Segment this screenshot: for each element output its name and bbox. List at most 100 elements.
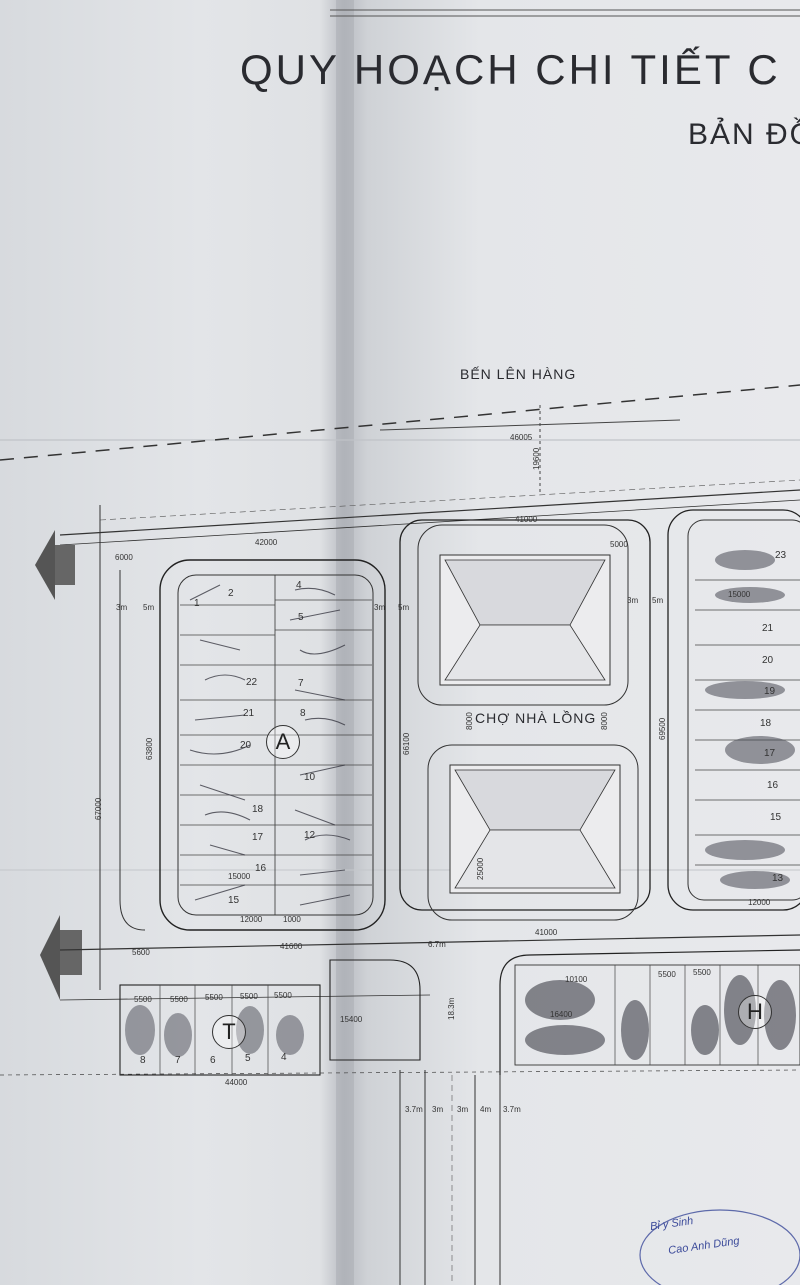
lot-number: 16 (255, 863, 267, 874)
dimension-label: 66100 (402, 732, 411, 755)
dimension-label: 63800 (145, 737, 154, 760)
block-small (329, 959, 421, 1061)
lot-number: 19 (764, 686, 776, 697)
road-edge (59, 499, 800, 546)
dimension-label: 15000 (228, 872, 251, 881)
dimension-label: 3.7m (405, 1105, 423, 1114)
block-h-outline (667, 509, 800, 911)
dimension-label: 5500 (170, 995, 188, 1004)
dimension-label: 5m (143, 603, 155, 612)
lot-number: 5 (245, 1053, 251, 1064)
lot-number: 17 (764, 748, 776, 759)
market-hall-south (427, 744, 639, 921)
handwritten-notes (705, 550, 795, 889)
handwritten-notes (189, 584, 351, 906)
dimension-label: 12000 (240, 915, 263, 924)
lot-number: 15 (228, 895, 240, 906)
lot-number: 18 (252, 804, 264, 815)
stamp-outline (639, 1209, 800, 1285)
block-t-label: T (212, 1015, 246, 1049)
lot-number: 7 (175, 1055, 181, 1066)
lot-number: 13 (772, 873, 784, 884)
block-lower-right (499, 949, 800, 1075)
dimension-label: 3m (627, 596, 639, 605)
dimension-label: 16400 (550, 1010, 573, 1019)
dimension-label: 19600 (532, 447, 541, 470)
dimension-label: 44000 (225, 1078, 248, 1087)
direction-arrow (35, 530, 55, 600)
plan-title: QUY HOẠCH CHI TIẾT C (240, 46, 781, 93)
road-edge (59, 489, 800, 536)
dimension-label: 10100 (565, 975, 588, 984)
dimension-label: 15000 (728, 590, 751, 599)
dimension-label: 5500 (240, 992, 258, 1001)
dimension-label: 8000 (465, 712, 474, 730)
dimension-label: 69500 (658, 717, 667, 740)
dimension-label: 6.7m (428, 940, 446, 949)
lot-number: 20 (762, 655, 774, 666)
dimension-label: 5500 (658, 970, 676, 979)
dimension-label: 5m (398, 603, 410, 612)
dimension-label: 5500 (205, 993, 223, 1002)
dimension-label: 1000 (283, 915, 301, 924)
dimension-label: 3m (432, 1105, 444, 1114)
dimension-label: 42000 (255, 538, 278, 547)
lot-number: 4 (281, 1052, 287, 1063)
lot-number: 8 (140, 1055, 146, 1066)
dimension-label: 5000 (610, 540, 628, 549)
lot-number: 12 (304, 830, 316, 841)
lot-number: 6 (210, 1055, 216, 1066)
lot-number: 5 (298, 612, 304, 623)
block-h-label: H (738, 995, 772, 1029)
lot-number: 15 (770, 812, 782, 823)
dimension-label: 41000 (535, 928, 558, 937)
arrow-base (60, 930, 82, 975)
lot-number: 10 (304, 772, 316, 783)
street-name-ben-len-hang: BẾN LÊN HÀNG (460, 366, 577, 382)
dimension-label: 15400 (340, 1015, 363, 1024)
lot-number: 21 (762, 623, 774, 634)
dimension-label: 3m (374, 603, 386, 612)
dimension-label: 3m (116, 603, 128, 612)
dimension-label: 5500 (134, 995, 152, 1004)
lot-number: 22 (246, 677, 258, 688)
road-center (99, 479, 800, 521)
dimension-label: 46005 (510, 433, 533, 442)
boundary-line (379, 419, 681, 431)
lot-number: 23 (775, 550, 787, 561)
plan-subtitle: BẢN ĐỒ (688, 118, 800, 151)
lot-number: 16 (767, 780, 779, 791)
dimension-label: 5500 (274, 991, 292, 1000)
lot-number: 7 (298, 678, 304, 689)
dimension-label: 12000 (748, 898, 771, 907)
dimension-label: 5600 (132, 948, 150, 957)
dimension-label: 41600 (280, 942, 303, 951)
block-t-outline (119, 984, 321, 1076)
block-a-outline (159, 559, 386, 931)
market-block (399, 519, 651, 911)
lot-number: 18 (760, 718, 772, 729)
dimension-label: 6000 (115, 553, 133, 562)
dimension-label: 5500 (693, 968, 711, 977)
block-a-label: A (266, 725, 300, 759)
arrow-base (55, 545, 75, 585)
road-edge (119, 570, 146, 931)
lot-number: 1 (194, 598, 200, 609)
dimension-label: 8000 (600, 712, 609, 730)
market-label: CHỢ NHÀ LỒNG (475, 710, 597, 726)
dimension-label: 18.3m (447, 997, 456, 1020)
road-edge (59, 934, 800, 951)
lot-number: 4 (296, 580, 302, 591)
market-hall-north (417, 524, 629, 706)
lot-number: 21 (243, 708, 255, 719)
dimension-label: 5m (652, 596, 664, 605)
dimension-label: 3m (457, 1105, 469, 1114)
river-boundary (0, 384, 800, 461)
dimension-label: 67000 (94, 797, 103, 820)
lot-number: 20 (240, 740, 252, 751)
lot-number: 2 (228, 588, 234, 599)
dimension-label: 25000 (476, 857, 485, 880)
dimension-label: 4m (480, 1105, 492, 1114)
